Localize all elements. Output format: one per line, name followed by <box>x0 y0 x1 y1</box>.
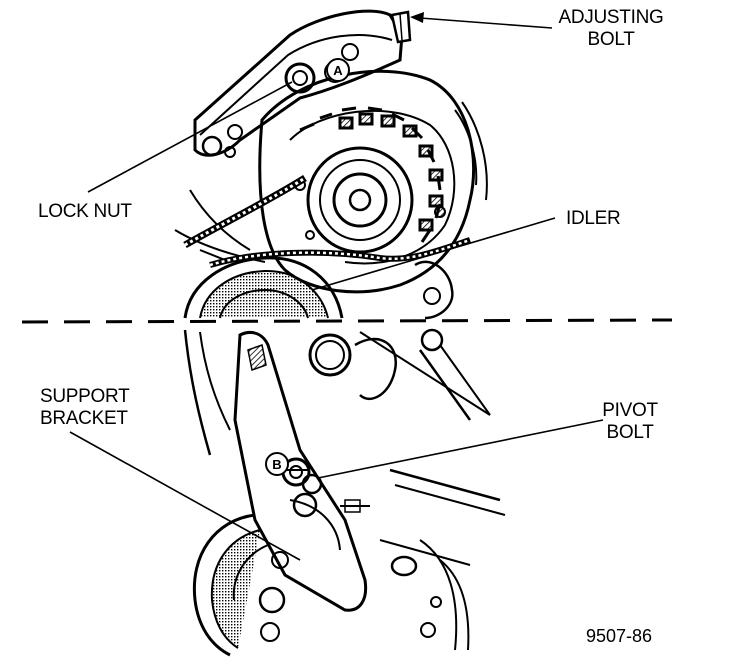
idler-leader <box>311 217 556 291</box>
adjusting-bolt-label-line2: BOLT <box>587 29 635 50</box>
pivot-bolt-label: PIVOT BOLT <box>598 400 662 444</box>
crankshaft-pulley <box>192 513 289 657</box>
alternator <box>258 69 488 294</box>
leader-lines <box>69 12 604 561</box>
lower-view <box>183 328 506 657</box>
drive-belt <box>183 175 471 268</box>
idler-pulley <box>183 256 344 319</box>
section-break-line <box>21 318 673 324</box>
support-bracket <box>233 331 368 612</box>
pivot-bolt-label-line2: BOLT <box>606 422 654 443</box>
support-bracket-label-line2: BRACKET <box>40 408 128 429</box>
adjusting-bolt-label-line1: ADJUSTING <box>558 7 664 28</box>
adjusting-bracket <box>193 9 412 158</box>
pivot-bolt-leader <box>317 419 604 479</box>
idler-label: IDLER <box>566 208 621 229</box>
callout-a-circle <box>326 58 350 82</box>
support-bracket-label-line1: SUPPORT <box>40 386 130 407</box>
callout-b-circle <box>265 452 289 476</box>
support-bracket-leader <box>69 431 301 561</box>
support-bracket-label: SUPPORT BRACKET <box>40 386 130 430</box>
figure-number: 9507-86 <box>586 626 653 646</box>
pivot-bolt-label-line1: PIVOT <box>602 400 658 421</box>
lock-nut-leader <box>87 81 293 193</box>
callout-a-letter: A <box>333 63 343 78</box>
pivot-bolt <box>281 457 370 518</box>
adjusting-bolt-label: ADJUSTING BOLT <box>555 7 667 51</box>
adjusting-bolt-leader <box>419 17 553 29</box>
lock-nut-label: LOCK NUT <box>38 201 132 222</box>
upper-view <box>174 9 488 320</box>
callout-b-letter: B <box>272 457 281 472</box>
